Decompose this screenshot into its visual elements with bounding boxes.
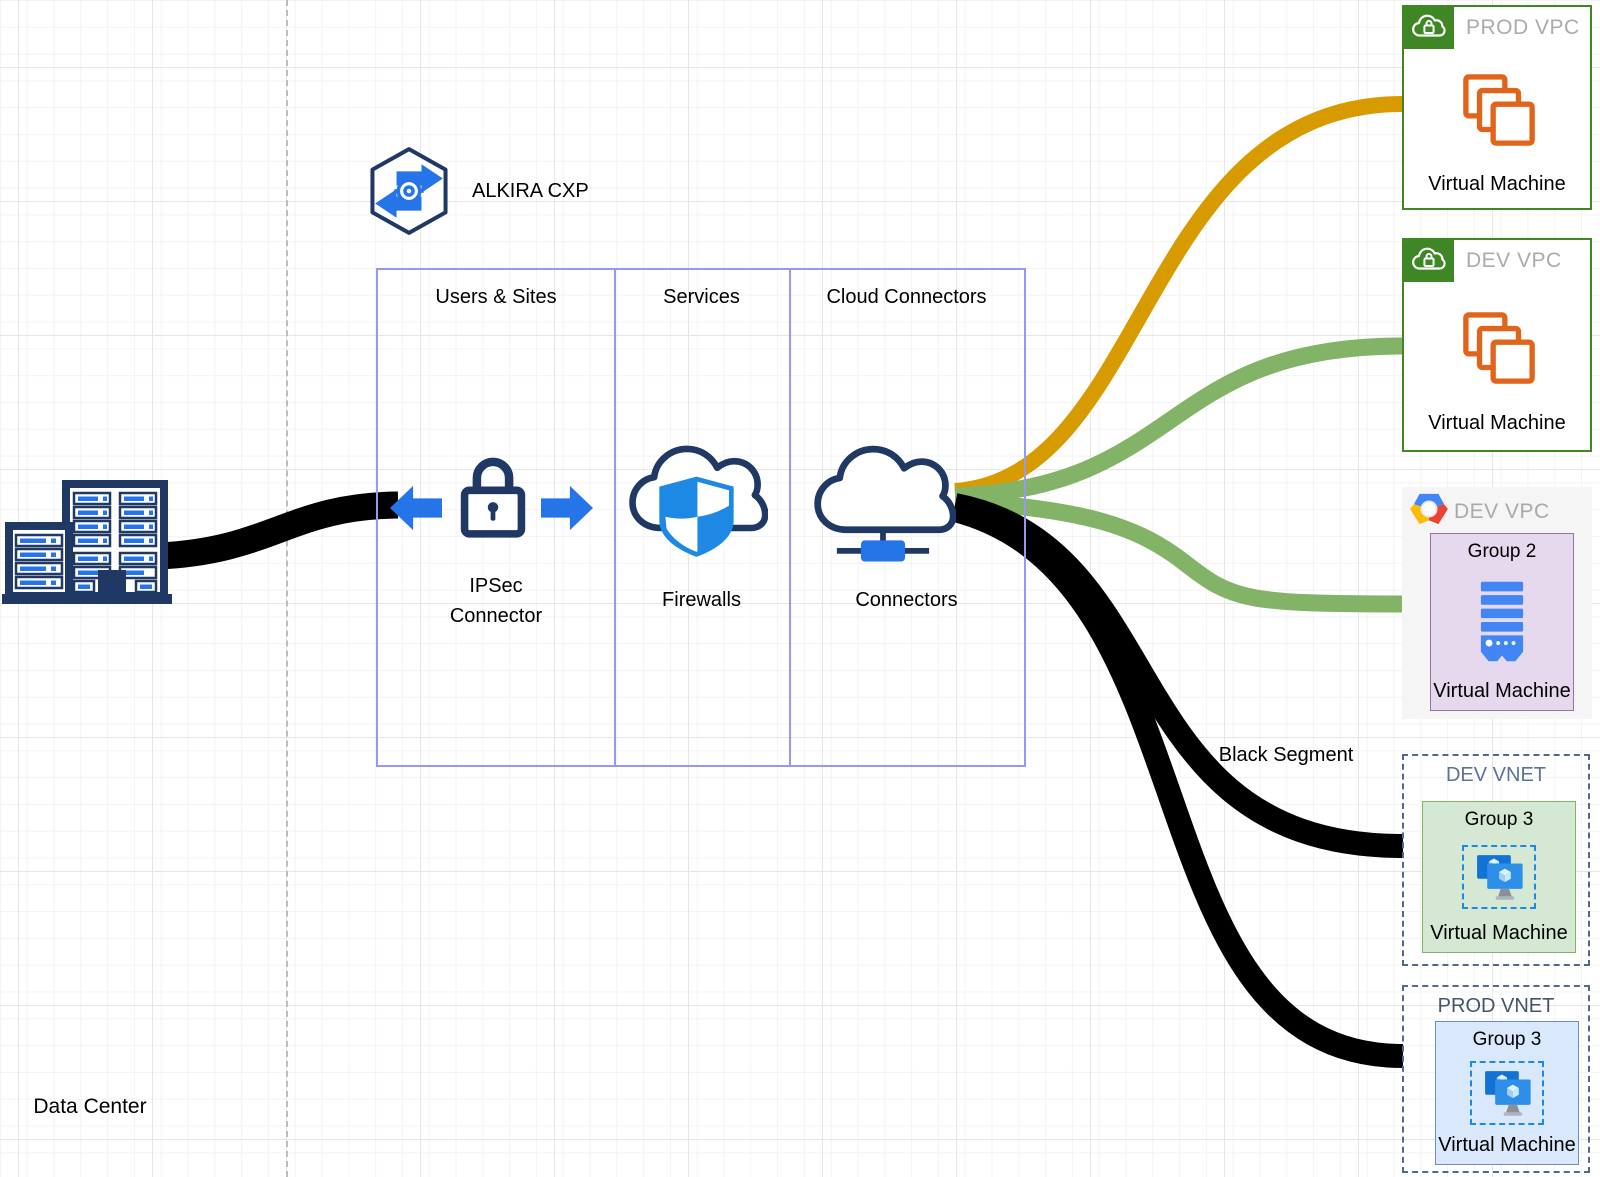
- ipsec-connector-label: IPSec Connector: [449, 575, 543, 627]
- data-center-label: Data Center: [33, 1095, 147, 1118]
- aws-vpc-cloud-lock-icon: [1412, 14, 1446, 37]
- azure-vm-icon: [1485, 1070, 1531, 1116]
- ipsec-lock-icon[interactable]: [457, 452, 529, 540]
- vm-dashed-frame: [1470, 1060, 1544, 1125]
- prod-vpc-box[interactable]: PROD VPC Virtual Machine: [1402, 5, 1592, 210]
- dev-vpc-title: DEV VPC: [1466, 249, 1562, 272]
- dev-vnet-box[interactable]: DEV VNET Group 3: [1402, 754, 1590, 966]
- cxp-box[interactable]: Users & Sites Services Cloud Connectors …: [376, 268, 1026, 767]
- firewalls-label: Firewalls: [662, 589, 741, 611]
- azure-vm-icon: [1477, 854, 1523, 900]
- gcp-icon: [1410, 493, 1448, 525]
- column-header-users-sites: Users & Sites: [435, 286, 557, 308]
- connectors-label: Connectors: [855, 589, 958, 611]
- gcp-vm-server-icon: [1480, 581, 1524, 661]
- dev-vnet-title: DEV VNET: [1445, 764, 1547, 786]
- dev-vpc-vm-label: Virtual Machine: [1428, 412, 1566, 434]
- alkira-cxp-label: ALKIRA CXP: [472, 180, 589, 202]
- edge-datacenter-to-cxp[interactable]: [157, 491, 399, 570]
- dev-vpc-aws-box[interactable]: DEV VPC Virtual Machine: [1402, 238, 1592, 452]
- prod-vnet-vm-label: Virtual Machine: [1438, 1134, 1576, 1156]
- arrow-right-icon: [541, 485, 593, 531]
- data-center-node[interactable]: Data Center: [2, 470, 178, 1118]
- group-3-label: Group 3: [1472, 1029, 1542, 1050]
- firewall-cloud-icon[interactable]: [625, 432, 768, 560]
- prod-vnet-box[interactable]: PROD VNET Group 3: [1402, 985, 1590, 1173]
- connectors-cloud-icon[interactable]: [810, 430, 956, 570]
- prod-vpc-title: PROD VPC: [1466, 16, 1580, 39]
- aws-vpc-cloud-lock-icon: [1412, 247, 1446, 270]
- prod-vnet-title: PROD VNET: [1437, 995, 1555, 1017]
- aws-vpc-badge: [1404, 7, 1454, 49]
- alkira-cxp-node[interactable]: ALKIRA CXP: [368, 146, 668, 238]
- column-header-services: Services: [663, 286, 740, 308]
- dev-vnet-vm-label: Virtual Machine: [1430, 922, 1568, 944]
- group-3-box[interactable]: Group 3 Vi: [1435, 1021, 1579, 1165]
- arrow-left-icon: [390, 485, 442, 531]
- ec2-instances-icon: [1463, 312, 1535, 384]
- dev-vpc-gcp-title: DEV VPC: [1454, 500, 1550, 523]
- black-segment-label: Black Segment: [1218, 744, 1354, 766]
- cxp-column-divider-2: [789, 270, 791, 765]
- group-3-label: Group 3: [1464, 809, 1534, 830]
- prod-vpc-vm-label: Virtual Machine: [1428, 173, 1566, 195]
- ec2-instances-icon: [1463, 74, 1535, 146]
- vm-dashed-frame: [1462, 844, 1536, 909]
- group-3-box[interactable]: Group 3 Vi: [1422, 801, 1576, 953]
- group-2-box[interactable]: Group 2 Virtual Machine: [1430, 533, 1574, 711]
- aws-vpc-badge: [1404, 240, 1454, 282]
- gcp-vm-label: Virtual Machine: [1433, 680, 1571, 702]
- alkira-hexagon-icon: [370, 147, 448, 235]
- column-header-cloud-connectors: Cloud Connectors: [826, 286, 987, 308]
- dev-vpc-gcp-panel[interactable]: DEV VPC Group 2 Virt: [1402, 487, 1592, 719]
- page-divider: [286, 0, 288, 1177]
- data-center-icon: [2, 480, 172, 604]
- group-2-label: Group 2: [1467, 541, 1537, 562]
- cxp-column-divider-1: [614, 270, 616, 765]
